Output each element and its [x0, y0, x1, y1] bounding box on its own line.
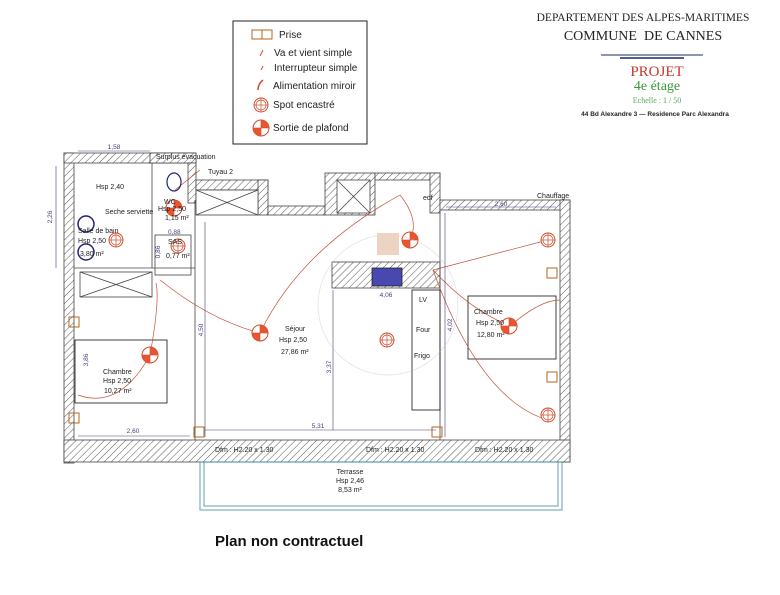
etage-title: 4e étage [634, 79, 680, 94]
ceiling-outlet-icon [251, 324, 269, 342]
legend-label: Interrupteur simple [274, 63, 358, 74]
dim-label: 3,37 [326, 360, 333, 373]
room-label: SAS [168, 239, 182, 246]
outlet-icon [546, 371, 558, 383]
room-label: Chambre [474, 309, 503, 316]
dim-label: 4,50 [198, 323, 205, 336]
sink-icon [77, 243, 95, 261]
terrace [199, 461, 563, 511]
va-et-vient-icon [259, 49, 264, 57]
room-label: 12,80 m² [477, 332, 505, 339]
spot-icon [540, 232, 556, 248]
legend-label: Alimentation miroir [273, 81, 356, 92]
commune-title: COMMUNE DE CANNES [564, 29, 722, 44]
interrupteur-icon [260, 65, 264, 71]
dim-label: 0,86 [155, 245, 162, 258]
room-label: Salle de bain [78, 228, 119, 235]
room-label: Hsp 2,46 [336, 478, 364, 485]
dim-label: 5,31 [312, 423, 325, 430]
spot-encastre-icon [253, 97, 269, 113]
sink-icon [77, 215, 95, 233]
room-label: Hsp 2,50 [279, 337, 307, 344]
room-label: Hsp 2,50 [476, 320, 504, 327]
outlet-icon [431, 426, 443, 438]
ceiling-outlet-icon [141, 346, 159, 364]
room-label: Chauffage [537, 193, 569, 200]
room-label: edf [423, 195, 433, 202]
legend-label: Prise [279, 30, 302, 41]
room-label: Frigo [414, 353, 430, 360]
scale-label: Echelle : 1 / 50 [633, 96, 681, 105]
dim-label: 0,88 [168, 229, 181, 236]
dimension-labels: 1,58 2,26 0,88 0,86 3,86 4,50 2,60 5,31 … [47, 144, 508, 435]
sortie-plafond-icon [252, 119, 270, 137]
dim-label: 4,06 [380, 292, 393, 299]
legend-label: Spot encastré [273, 100, 335, 111]
dim-label: 2,60 [127, 428, 140, 435]
room-label: LV [419, 297, 427, 304]
address-label: 44 Bd Alexandre 3 — Residence Parc Alexa… [581, 111, 729, 118]
walls [63, 152, 571, 464]
spot-icon [540, 407, 556, 423]
prise-icon [251, 29, 273, 40]
room-label: Chambre [103, 369, 132, 376]
room-label: Four [416, 327, 431, 334]
watermark-logo [317, 233, 459, 376]
room-label: Hsp 2,40 [96, 184, 124, 191]
disclaimer-note: Plan non contractuel [215, 533, 364, 550]
room-label: Surplus évacuation [156, 154, 216, 161]
spot-icon [379, 332, 395, 348]
room-label: 8,53 m² [338, 487, 362, 494]
department-title: DEPARTEMENT DES ALPES-MARITIMES [537, 12, 750, 24]
legend: Prise Va et vient simple Interrupteur si… [232, 20, 368, 145]
outlet-icon [193, 426, 205, 438]
room-label: 10,27 m² [104, 388, 132, 395]
window-label: Dfm : H2.20 x 1.30 [215, 447, 273, 454]
room-label: Terrasse [337, 469, 364, 476]
dim-label: 2,60 [495, 201, 508, 208]
dim-label: 2,26 [47, 210, 54, 223]
legend-label: Va et vient simple [274, 48, 353, 59]
room-label: Seche serviette [105, 209, 153, 216]
room-label: WC [164, 199, 176, 206]
room-label: Séjour [285, 326, 306, 333]
room-label: 0,77 m² [166, 253, 190, 260]
room-label: 1,15 m² [165, 215, 189, 222]
room-labels: Hsp 2,40 Seche serviette Salle de bain H… [78, 154, 569, 494]
toilet-icon [166, 172, 182, 192]
dimensions [55, 150, 556, 437]
title-block: DEPARTEMENT DES ALPES-MARITIMES COMMUNE … [537, 12, 750, 118]
legend-label: Sortie de plafond [273, 123, 349, 134]
dim-label: 1,58 [108, 144, 121, 151]
window-label: Dfm : H2.20 x 1.30 [366, 447, 424, 454]
room-label: Hsp 2,50 [158, 206, 186, 213]
room-label: Hsp 2,50 [103, 378, 131, 385]
projet-title: PROJET [630, 64, 683, 80]
dim-label: 3,86 [83, 353, 90, 366]
ceiling-outlet-icon [401, 231, 419, 249]
room-label: 3,80 m² [80, 251, 104, 258]
alimentation-miroir-icon [257, 79, 264, 91]
room-label: Hsp 2,50 [78, 238, 106, 245]
room-label: 27,86 m² [281, 349, 309, 356]
fixtures [68, 172, 558, 438]
dim-label: 4,02 [447, 318, 454, 331]
outlet-icon [546, 267, 558, 279]
spot-icon [108, 232, 124, 248]
window-label: Dfm : H2.20 x 1.30 [475, 447, 533, 454]
room-label: Tuyau 2 [208, 169, 233, 176]
